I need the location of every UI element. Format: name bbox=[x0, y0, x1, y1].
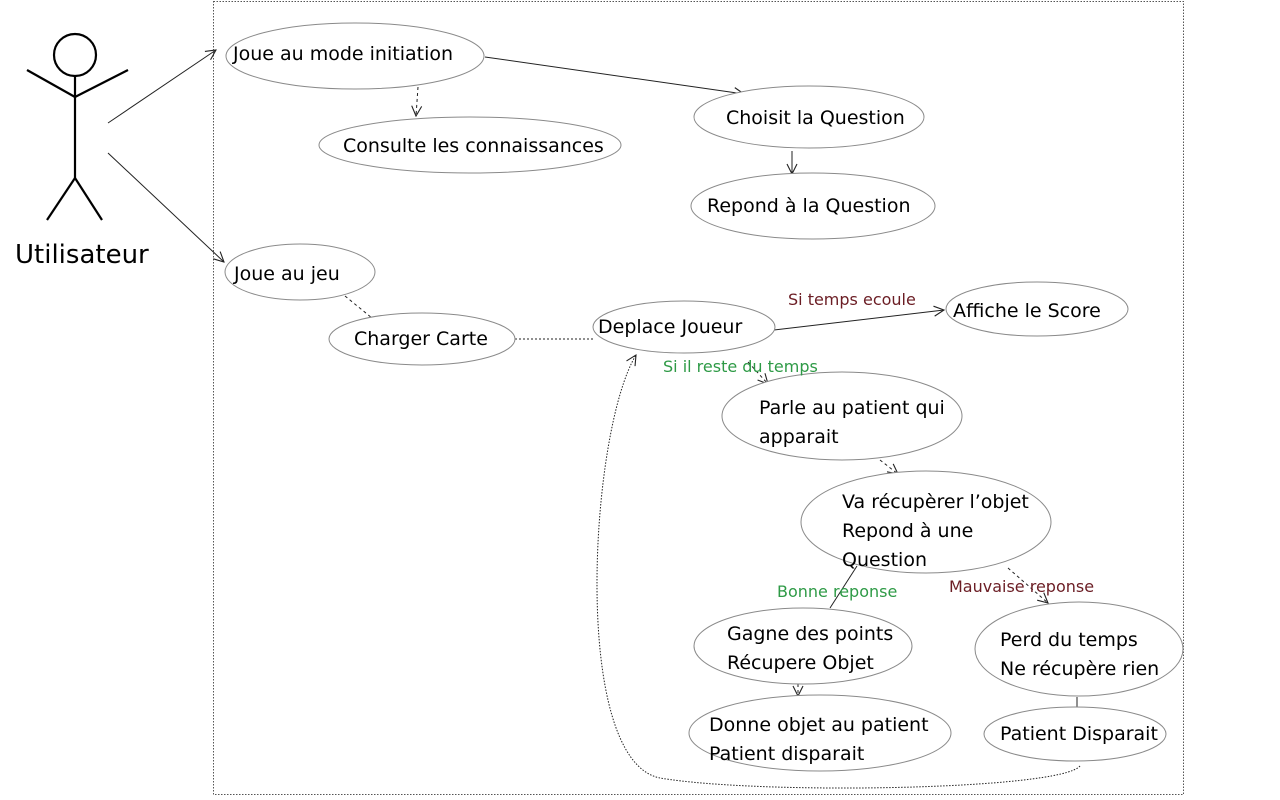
uc-line: Perd du temps bbox=[1000, 629, 1138, 651]
uc-line: Consulte les connaissances bbox=[343, 135, 604, 157]
uc-choisit-shape bbox=[693, 85, 925, 149]
use-case-ellipses bbox=[224, 22, 1184, 772]
uc-joue-jeu-shape bbox=[224, 243, 376, 301]
uc-mode-initiation-shape bbox=[225, 22, 485, 90]
uc-line: Question bbox=[842, 549, 927, 571]
uc-line: Charger Carte bbox=[354, 328, 488, 350]
uc-line: Deplace Joueur bbox=[598, 316, 742, 338]
uc-line: Patient disparait bbox=[709, 743, 864, 765]
uc-deplace: Deplace Joueur bbox=[598, 316, 742, 338]
initiation-to-consulte-arrow bbox=[416, 86, 418, 116]
uc-line: Récupere Objet bbox=[727, 652, 874, 674]
uc-affiche-shape bbox=[945, 281, 1129, 337]
uc-patient-disparait: Patient Disparait bbox=[1000, 723, 1158, 745]
uc-joue-jeu: Joue au jeu bbox=[233, 263, 340, 285]
actor-to-mode-initiation-arrow bbox=[107, 50, 216, 124]
uc-va-recuperer-shape bbox=[800, 470, 1052, 574]
uc-line: Patient Disparait bbox=[1000, 723, 1158, 745]
cond-temps-ecoule: Si temps ecoule bbox=[788, 290, 916, 309]
uc-line: Affiche le Score bbox=[953, 300, 1101, 322]
loop-back-to-deplace-arrow bbox=[596, 355, 1081, 789]
uc-charger: Charger Carte bbox=[354, 328, 488, 350]
deplace-to-parle-arrow bbox=[747, 361, 768, 384]
uc-repond-shape bbox=[690, 172, 936, 240]
system-boundary bbox=[213, 1, 1184, 795]
uc-consulte: Consulte les connaissances bbox=[343, 135, 604, 157]
uc-gagne-shape bbox=[693, 607, 913, 685]
uc-deplace-shape bbox=[592, 300, 776, 354]
uc-line: Ne récupère rien bbox=[1000, 658, 1159, 680]
cond-mauvaise: Mauvaise reponse bbox=[949, 577, 1094, 596]
va-recuperer-to-perd-arrow bbox=[1007, 567, 1048, 603]
uc-affiche: Affiche le Score bbox=[953, 300, 1101, 322]
uc-charger-shape bbox=[328, 312, 516, 366]
uc-line: apparait bbox=[759, 426, 839, 448]
uc-perd: Perd du temps Ne récupère rien bbox=[1000, 629, 1159, 680]
uc-line: Joue au jeu bbox=[233, 263, 340, 285]
cond-bonne: Bonne reponse bbox=[777, 582, 897, 601]
uc-choisit: Choisit la Question bbox=[726, 107, 905, 129]
uc-line: Donne objet au patient bbox=[709, 714, 929, 736]
cond-reste-temps: Si il reste du temps bbox=[663, 357, 818, 376]
uc-line: Joue au mode initiation bbox=[232, 43, 453, 65]
uc-line: Gagne des points bbox=[727, 623, 893, 645]
actor-stick-figure bbox=[26, 32, 129, 221]
uc-line: Choisit la Question bbox=[726, 107, 905, 129]
joue-jeu-to-charger-dashed bbox=[344, 295, 373, 319]
initiation-to-choisit-arrow bbox=[484, 56, 744, 94]
uc-consulte-shape bbox=[318, 116, 622, 174]
uc-repond: Repond à la Question bbox=[707, 195, 911, 217]
uc-patient-disparait-shape bbox=[983, 706, 1167, 762]
uc-donne-shape bbox=[688, 694, 952, 772]
uc-line: Repond à une bbox=[842, 520, 973, 542]
uc-mode-initiation: Joue au mode initiation bbox=[232, 43, 453, 65]
actor-to-joue-jeu-arrow bbox=[107, 152, 224, 262]
va-recuperer-to-gagne-line bbox=[829, 565, 858, 609]
uc-parle-shape bbox=[721, 371, 963, 461]
uc-line: Va récupèrer l’objet bbox=[842, 491, 1029, 513]
uc-perd-shape bbox=[974, 601, 1184, 697]
parle-to-va-recuperer-arrow bbox=[879, 459, 898, 474]
uc-line: Repond à la Question bbox=[707, 195, 911, 217]
connectors bbox=[107, 50, 1081, 789]
actor-label: Utilisateur bbox=[15, 240, 149, 270]
uc-parle: Parle au patient qui apparait bbox=[759, 397, 945, 448]
deplace-to-affiche-arrow bbox=[773, 310, 944, 331]
uc-line: Parle au patient qui bbox=[759, 397, 945, 419]
